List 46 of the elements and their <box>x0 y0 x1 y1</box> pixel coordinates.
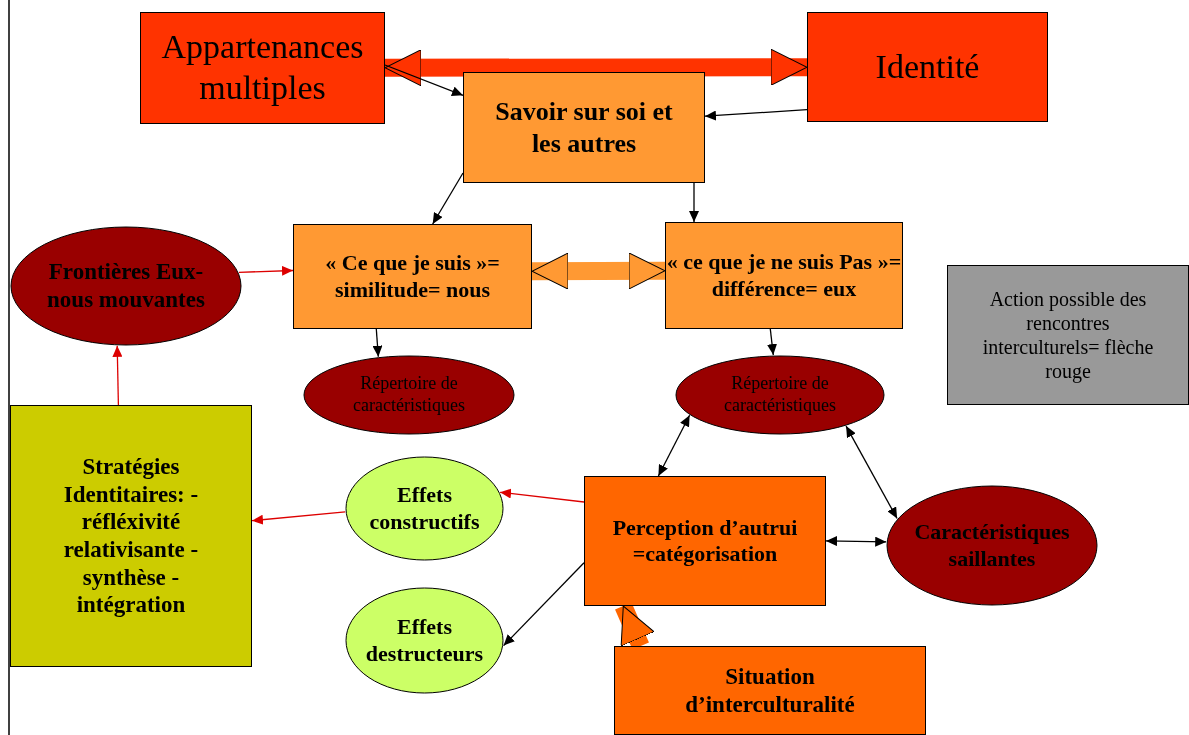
concept-box <box>947 265 1189 405</box>
arrow <box>499 488 585 503</box>
arrow <box>112 345 123 406</box>
concept-box <box>10 405 252 667</box>
concept-ellipse <box>886 485 1098 606</box>
arrow <box>432 172 464 225</box>
concept-label: Identité <box>875 46 980 87</box>
concept-label: Effets destructeurs <box>364 614 485 667</box>
concept-ellipse <box>345 587 504 694</box>
concept-box <box>665 222 903 329</box>
concept-label: Savoir sur soi et les autres <box>494 96 674 159</box>
arrow <box>704 109 808 121</box>
arrow <box>657 414 691 477</box>
concept-box <box>463 72 705 183</box>
arrow <box>384 64 464 96</box>
arrow <box>689 182 699 223</box>
concept-label: Caractéristiques saillantes <box>913 519 1071 572</box>
concept-ellipse <box>303 355 515 435</box>
arrow <box>845 425 898 520</box>
concept-label: Effets constructifs <box>368 482 481 535</box>
concept-label: Action possible des rencontres interculturels= flèche rouge <box>981 287 1155 383</box>
concept-label: Perception d’autrui =catégorisation <box>611 514 799 568</box>
arrow <box>825 536 887 547</box>
concept-ellipse <box>675 355 885 435</box>
concept-box <box>807 12 1048 122</box>
concept-ellipse <box>10 226 242 346</box>
concept-ellipse <box>345 456 504 561</box>
arrow <box>502 562 585 647</box>
concept-label: « ce que je ne suis Pas »= différence= eux <box>666 249 902 302</box>
concept-label: Situation d’interculturalité <box>684 662 856 719</box>
arrow <box>767 328 777 356</box>
concept-label: Répertoire de caractéristiques <box>723 373 837 417</box>
concept-box <box>140 12 385 124</box>
block-arrow <box>384 48 808 87</box>
concept-label: Frontières Eux-nous mouvantes <box>46 258 206 314</box>
arrow <box>251 511 346 525</box>
concept-box <box>293 224 532 329</box>
concept-box <box>584 476 826 606</box>
arrow <box>372 328 383 358</box>
arrow <box>238 265 294 276</box>
concept-label: « Ce que je suis »= similitude= nous <box>324 250 501 303</box>
block-arrow <box>531 252 666 290</box>
concept-label: Appartenances multiples <box>160 27 365 108</box>
concept-label: Répertoire de caractéristiques <box>352 373 466 417</box>
concept-label: Stratégies Identitaires: -réfléxivité relativisante - synthèse -intégration <box>62 453 200 619</box>
concept-box <box>614 646 926 735</box>
